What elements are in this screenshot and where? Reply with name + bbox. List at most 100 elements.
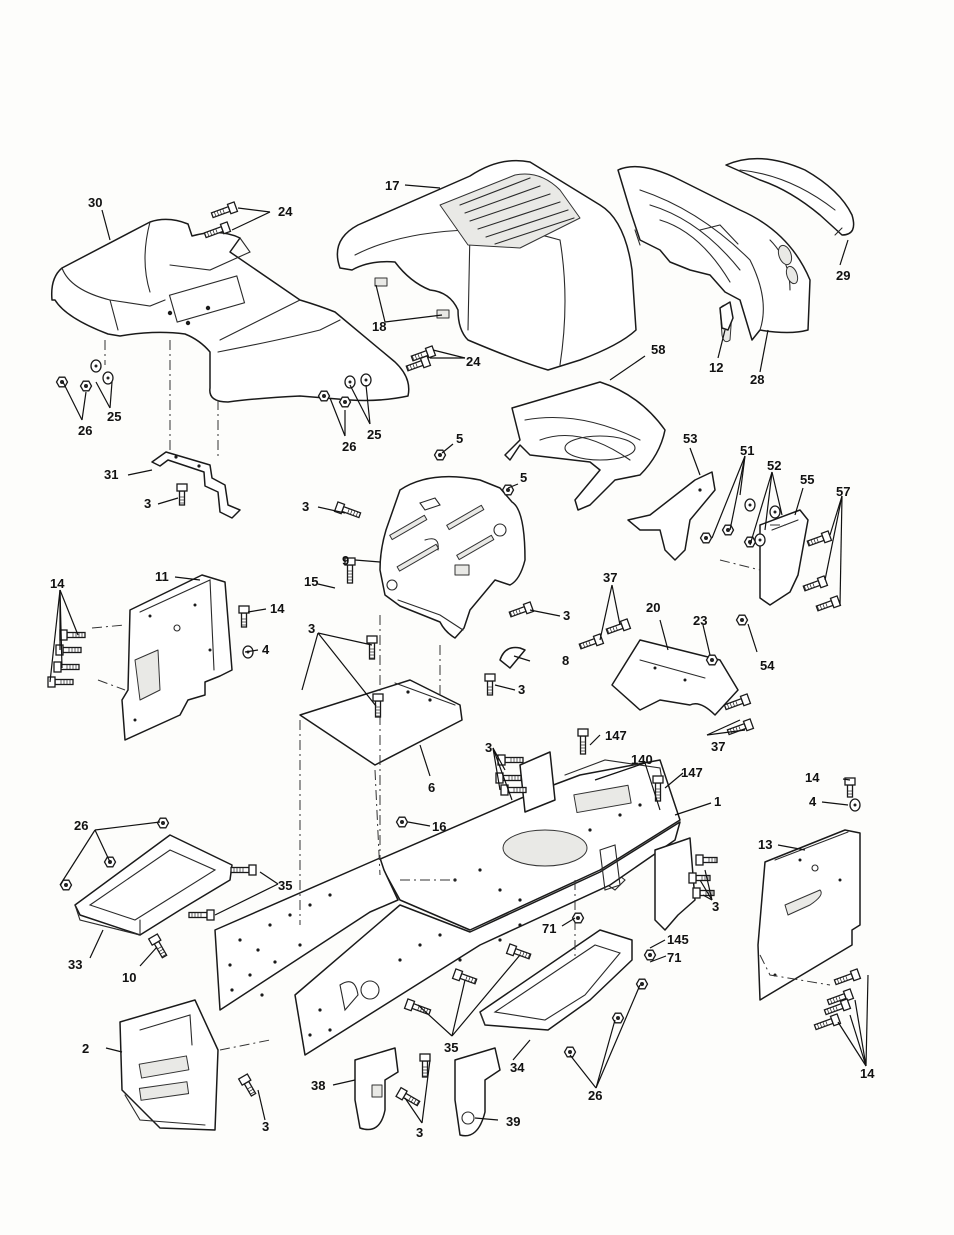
bolt <box>578 729 588 754</box>
part-label: 55 <box>800 472 814 487</box>
bolt <box>239 1074 258 1097</box>
bolt <box>211 202 238 220</box>
part-label: 18 <box>372 319 386 334</box>
nut <box>397 817 408 827</box>
part-label: 14 <box>270 601 285 616</box>
part-label: 24 <box>466 354 481 369</box>
part-label: 10 <box>122 970 136 985</box>
bolt <box>335 502 362 520</box>
bolt <box>177 484 187 505</box>
part-label: 3 <box>144 496 151 511</box>
bolt <box>727 719 754 737</box>
part-label: 12 <box>709 360 723 375</box>
nut <box>745 537 756 547</box>
part-label: 17 <box>385 178 399 193</box>
part-label: 1 <box>714 794 721 809</box>
part-label: 26 <box>588 1088 602 1103</box>
part-label: 147 <box>681 765 703 780</box>
part-label: 25 <box>107 409 121 424</box>
part-label: 51 <box>740 443 754 458</box>
part-label: 24 <box>278 204 293 219</box>
part-label: 52 <box>767 458 781 473</box>
nut <box>701 533 712 543</box>
nut <box>723 525 734 535</box>
nut <box>637 979 648 989</box>
part-label: 3 <box>262 1119 269 1134</box>
part-label: 37 <box>711 739 725 754</box>
part-label: 145 <box>667 932 689 947</box>
part-label: 34 <box>510 1060 525 1075</box>
bolt <box>696 855 717 865</box>
left-side-plate <box>122 575 232 740</box>
bolt <box>367 636 377 659</box>
side-panel <box>618 167 810 342</box>
part-label: 71 <box>542 921 556 936</box>
part-label: 3 <box>485 740 492 755</box>
bolt <box>453 969 478 986</box>
part-label: 33 <box>68 957 82 972</box>
part-label: 15 <box>304 574 318 589</box>
part-label: 54 <box>760 658 775 673</box>
washer <box>755 534 765 546</box>
dash-mount <box>380 477 525 638</box>
part-label: 5 <box>520 470 527 485</box>
axle-support <box>612 640 738 715</box>
bolt <box>396 1088 421 1108</box>
part-label: 3 <box>712 899 719 914</box>
bolt <box>578 634 603 651</box>
bolt <box>54 662 79 672</box>
bolt <box>815 596 840 613</box>
part-label: 3 <box>302 499 309 514</box>
part-label: 35 <box>444 1040 458 1055</box>
washer <box>770 506 780 518</box>
bolt <box>806 531 831 548</box>
part-label: 35 <box>278 878 292 893</box>
fender-bracket <box>152 452 240 518</box>
part-label: 26 <box>78 423 92 438</box>
part-label: 71 <box>667 950 681 965</box>
hitch-plate-right <box>455 1048 500 1136</box>
part-label: 14 <box>805 770 820 785</box>
bolt <box>802 576 827 593</box>
bolt <box>508 602 533 619</box>
part-label: 38 <box>311 1078 325 1093</box>
washer <box>361 374 371 386</box>
part-label: 14 <box>50 576 65 591</box>
right-side-plate <box>758 830 860 1000</box>
part-label: 4 <box>809 794 817 809</box>
part-label: 5 <box>456 431 463 446</box>
part-label: 23 <box>693 613 707 628</box>
dash-panel <box>505 382 665 510</box>
part-label: 39 <box>506 1114 520 1129</box>
bolt <box>48 677 73 687</box>
part-label: 29 <box>836 268 850 283</box>
bolt <box>507 944 532 961</box>
bolt <box>485 674 495 695</box>
nut <box>737 615 748 625</box>
bolt <box>605 619 630 636</box>
mount-plate <box>300 680 462 765</box>
bolt <box>845 778 855 797</box>
part-label: 20 <box>646 600 660 615</box>
part-label: 16 <box>432 819 446 834</box>
nut <box>645 950 656 960</box>
part-label: 11 <box>155 569 169 584</box>
footrest-right <box>480 930 632 1030</box>
front-bracket <box>120 1000 218 1130</box>
nut <box>158 818 169 828</box>
nut <box>81 381 92 391</box>
bolt <box>189 910 214 920</box>
part-label: 26 <box>342 439 356 454</box>
nut <box>340 397 351 407</box>
part-label: 37 <box>603 570 617 585</box>
part-label: 2 <box>82 1041 89 1056</box>
main-frame <box>215 752 695 1055</box>
part-label: 3 <box>308 621 315 636</box>
part-label: 140 <box>631 752 653 767</box>
part-label: 30 <box>88 195 102 210</box>
bolt <box>231 865 256 875</box>
part-label: 4 <box>262 642 270 657</box>
hood <box>337 161 636 370</box>
hitch-plate-left <box>355 1048 398 1130</box>
